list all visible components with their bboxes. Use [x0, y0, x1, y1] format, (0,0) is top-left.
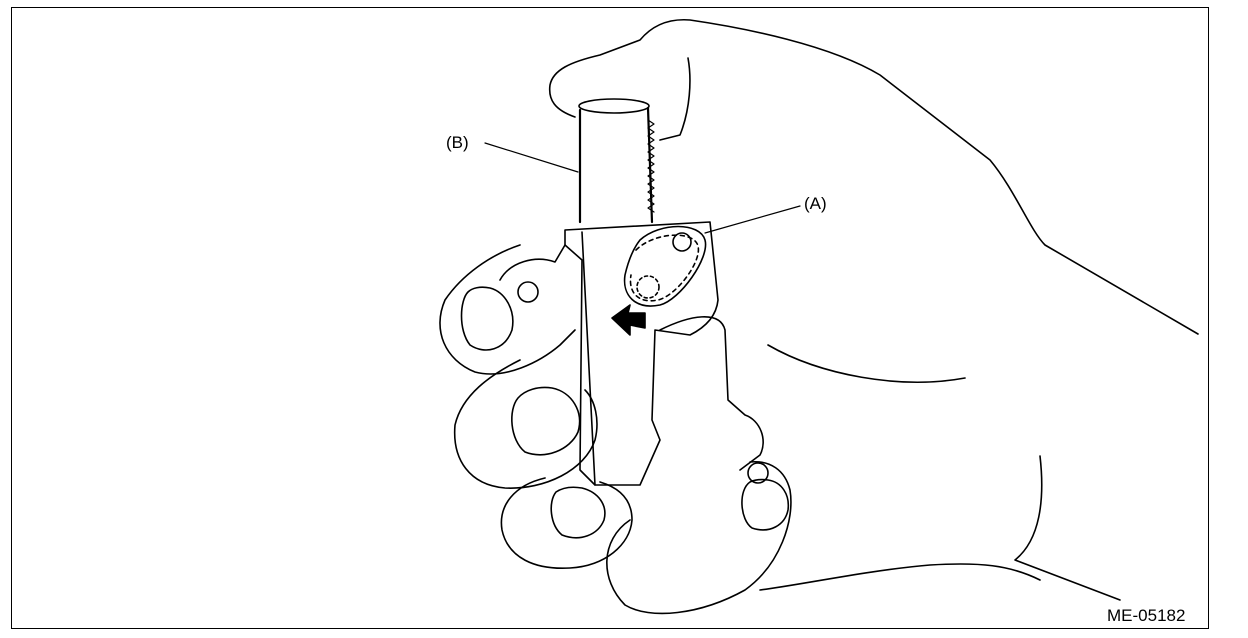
fingernail-3 — [550, 486, 606, 539]
hand-outline — [548, 18, 1199, 335]
tensioner-face — [581, 231, 596, 486]
push-rod — [578, 106, 654, 224]
callout-b: (B) — [446, 133, 469, 152]
palm-lower-curve — [767, 344, 966, 383]
fingernail-2 — [511, 386, 581, 456]
leader-b — [484, 142, 579, 173]
finger-4 — [606, 461, 792, 615]
stopper-plate — [623, 225, 707, 307]
stopper-plate-dash — [629, 234, 700, 302]
fingernail-4 — [741, 478, 790, 531]
figure-frame — [11, 7, 1209, 629]
fingernail-1 — [460, 286, 514, 351]
wrist-lower — [1014, 455, 1121, 601]
bracket-ear — [499, 244, 566, 281]
hand-top-edge — [659, 57, 691, 141]
finger-3 — [500, 477, 633, 569]
push-rod-threads — [647, 119, 655, 213]
push-rod-top — [578, 98, 650, 114]
bracket-lower — [659, 316, 764, 471]
thumb-web — [759, 563, 1041, 591]
leader-a — [704, 205, 801, 234]
finger-2 — [453, 359, 598, 489]
stopper-hole-upper — [672, 232, 692, 252]
tensioner-body — [564, 221, 719, 486]
push-arrow — [611, 304, 646, 336]
callout-a: (A) — [804, 194, 827, 213]
figure-id: ME-05182 — [1107, 606, 1186, 625]
stopper-pin — [636, 275, 660, 299]
bolt-hole-left — [517, 281, 539, 303]
bolt-hole-right — [747, 462, 769, 484]
finger-1 — [439, 244, 576, 375]
